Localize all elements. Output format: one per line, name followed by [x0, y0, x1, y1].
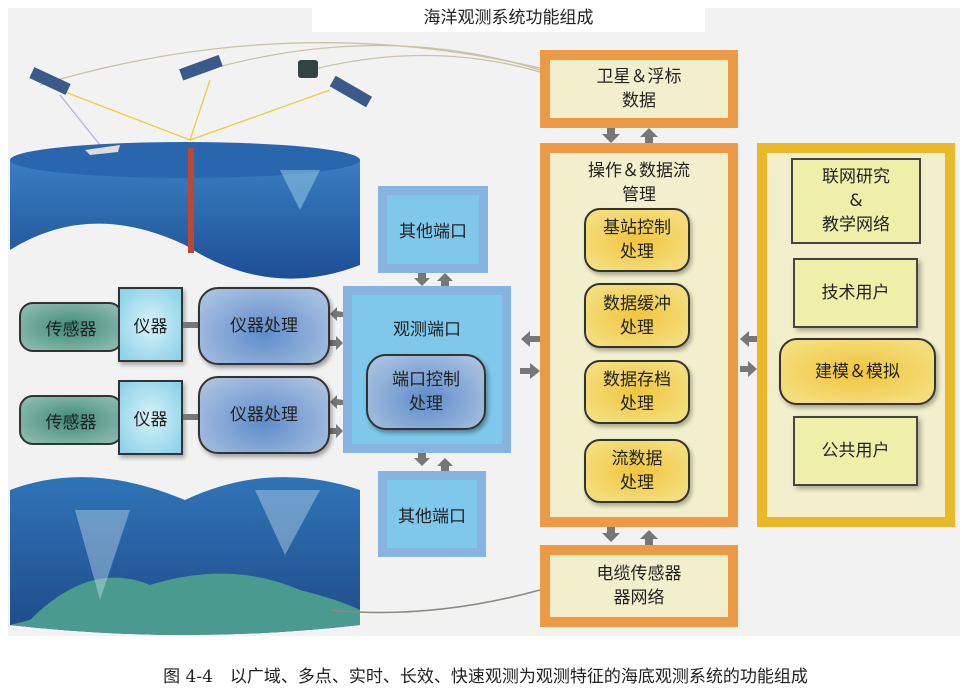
public-users-box: 公共用户	[793, 416, 918, 486]
instrument-processing-box: 仪器处理	[198, 287, 330, 365]
box-label: 流数据	[611, 449, 663, 469]
box-label: 处理	[409, 394, 443, 414]
box-label: 数据缓冲	[603, 293, 671, 314]
connector	[183, 322, 199, 328]
satellite-buoy-data-box: 卫星＆浮标 数据	[540, 50, 738, 128]
port-control-box: 端口控制 处理	[366, 354, 486, 430]
buoy-icon	[188, 148, 194, 253]
box-label: 处理	[620, 473, 654, 493]
data-buffer-box: 数据缓冲处理	[584, 283, 690, 348]
box-label: 观测端口	[393, 320, 461, 340]
cable-sensor-network-box: 电缆传感器 器网络	[540, 545, 738, 627]
box-label: 基站控制	[603, 218, 671, 238]
box-label: 管理	[622, 185, 656, 205]
box-label: 数据	[622, 91, 656, 111]
data-archive-box: 数据存档处理	[584, 360, 690, 424]
box-label: 卫星＆浮标	[596, 67, 682, 87]
ocean-top	[10, 145, 360, 279]
box-label: 端口控制	[392, 370, 460, 390]
box-label: &	[849, 191, 863, 211]
satellite-links	[39, 42, 541, 146]
other-port-top-box: 其他端口	[378, 186, 488, 273]
satellite-icon	[29, 54, 373, 108]
instrument-box: 仪器	[118, 287, 183, 362]
instrument-box: 仪器	[118, 380, 183, 455]
connector	[183, 414, 199, 420]
diagram-title: 海洋观测系统功能组成	[312, 4, 705, 32]
box-label: 电缆传感器	[596, 564, 682, 584]
box-label: 处理	[620, 242, 654, 262]
seafloor	[10, 573, 360, 635]
other-port-bottom-box: 其他端口	[378, 471, 486, 557]
research-network-box: 联网研究 & 教学网络	[791, 158, 921, 244]
sensor-box: 传感器	[19, 302, 123, 352]
box-label: 教学网络	[822, 215, 890, 235]
tech-users-box: 技术用户	[793, 258, 918, 328]
box-label: 数据存档	[603, 370, 671, 390]
figure-caption: 图 4-4 以广域、多点、实时、长效、快速观测为观测特征的海底观测系统的功能组成	[163, 667, 808, 687]
box-label: 处理	[620, 317, 654, 338]
sensor-box: 传感器	[19, 395, 123, 445]
ship-icon	[85, 145, 120, 155]
box-label: 操作＆数据流	[588, 161, 690, 181]
box-label: 联网研究	[822, 167, 890, 187]
box-label: 处理	[620, 394, 654, 414]
box-label: 器网络	[613, 588, 665, 608]
modeling-simulation-box: 建模＆模拟	[779, 338, 936, 405]
arrows	[330, 128, 757, 545]
instrument-processing-box: 仪器处理	[198, 376, 330, 454]
stream-data-box: 流数据处理	[584, 439, 690, 503]
cable-line	[329, 589, 541, 614]
base-station-control-box: 基站控制处理	[584, 208, 690, 272]
